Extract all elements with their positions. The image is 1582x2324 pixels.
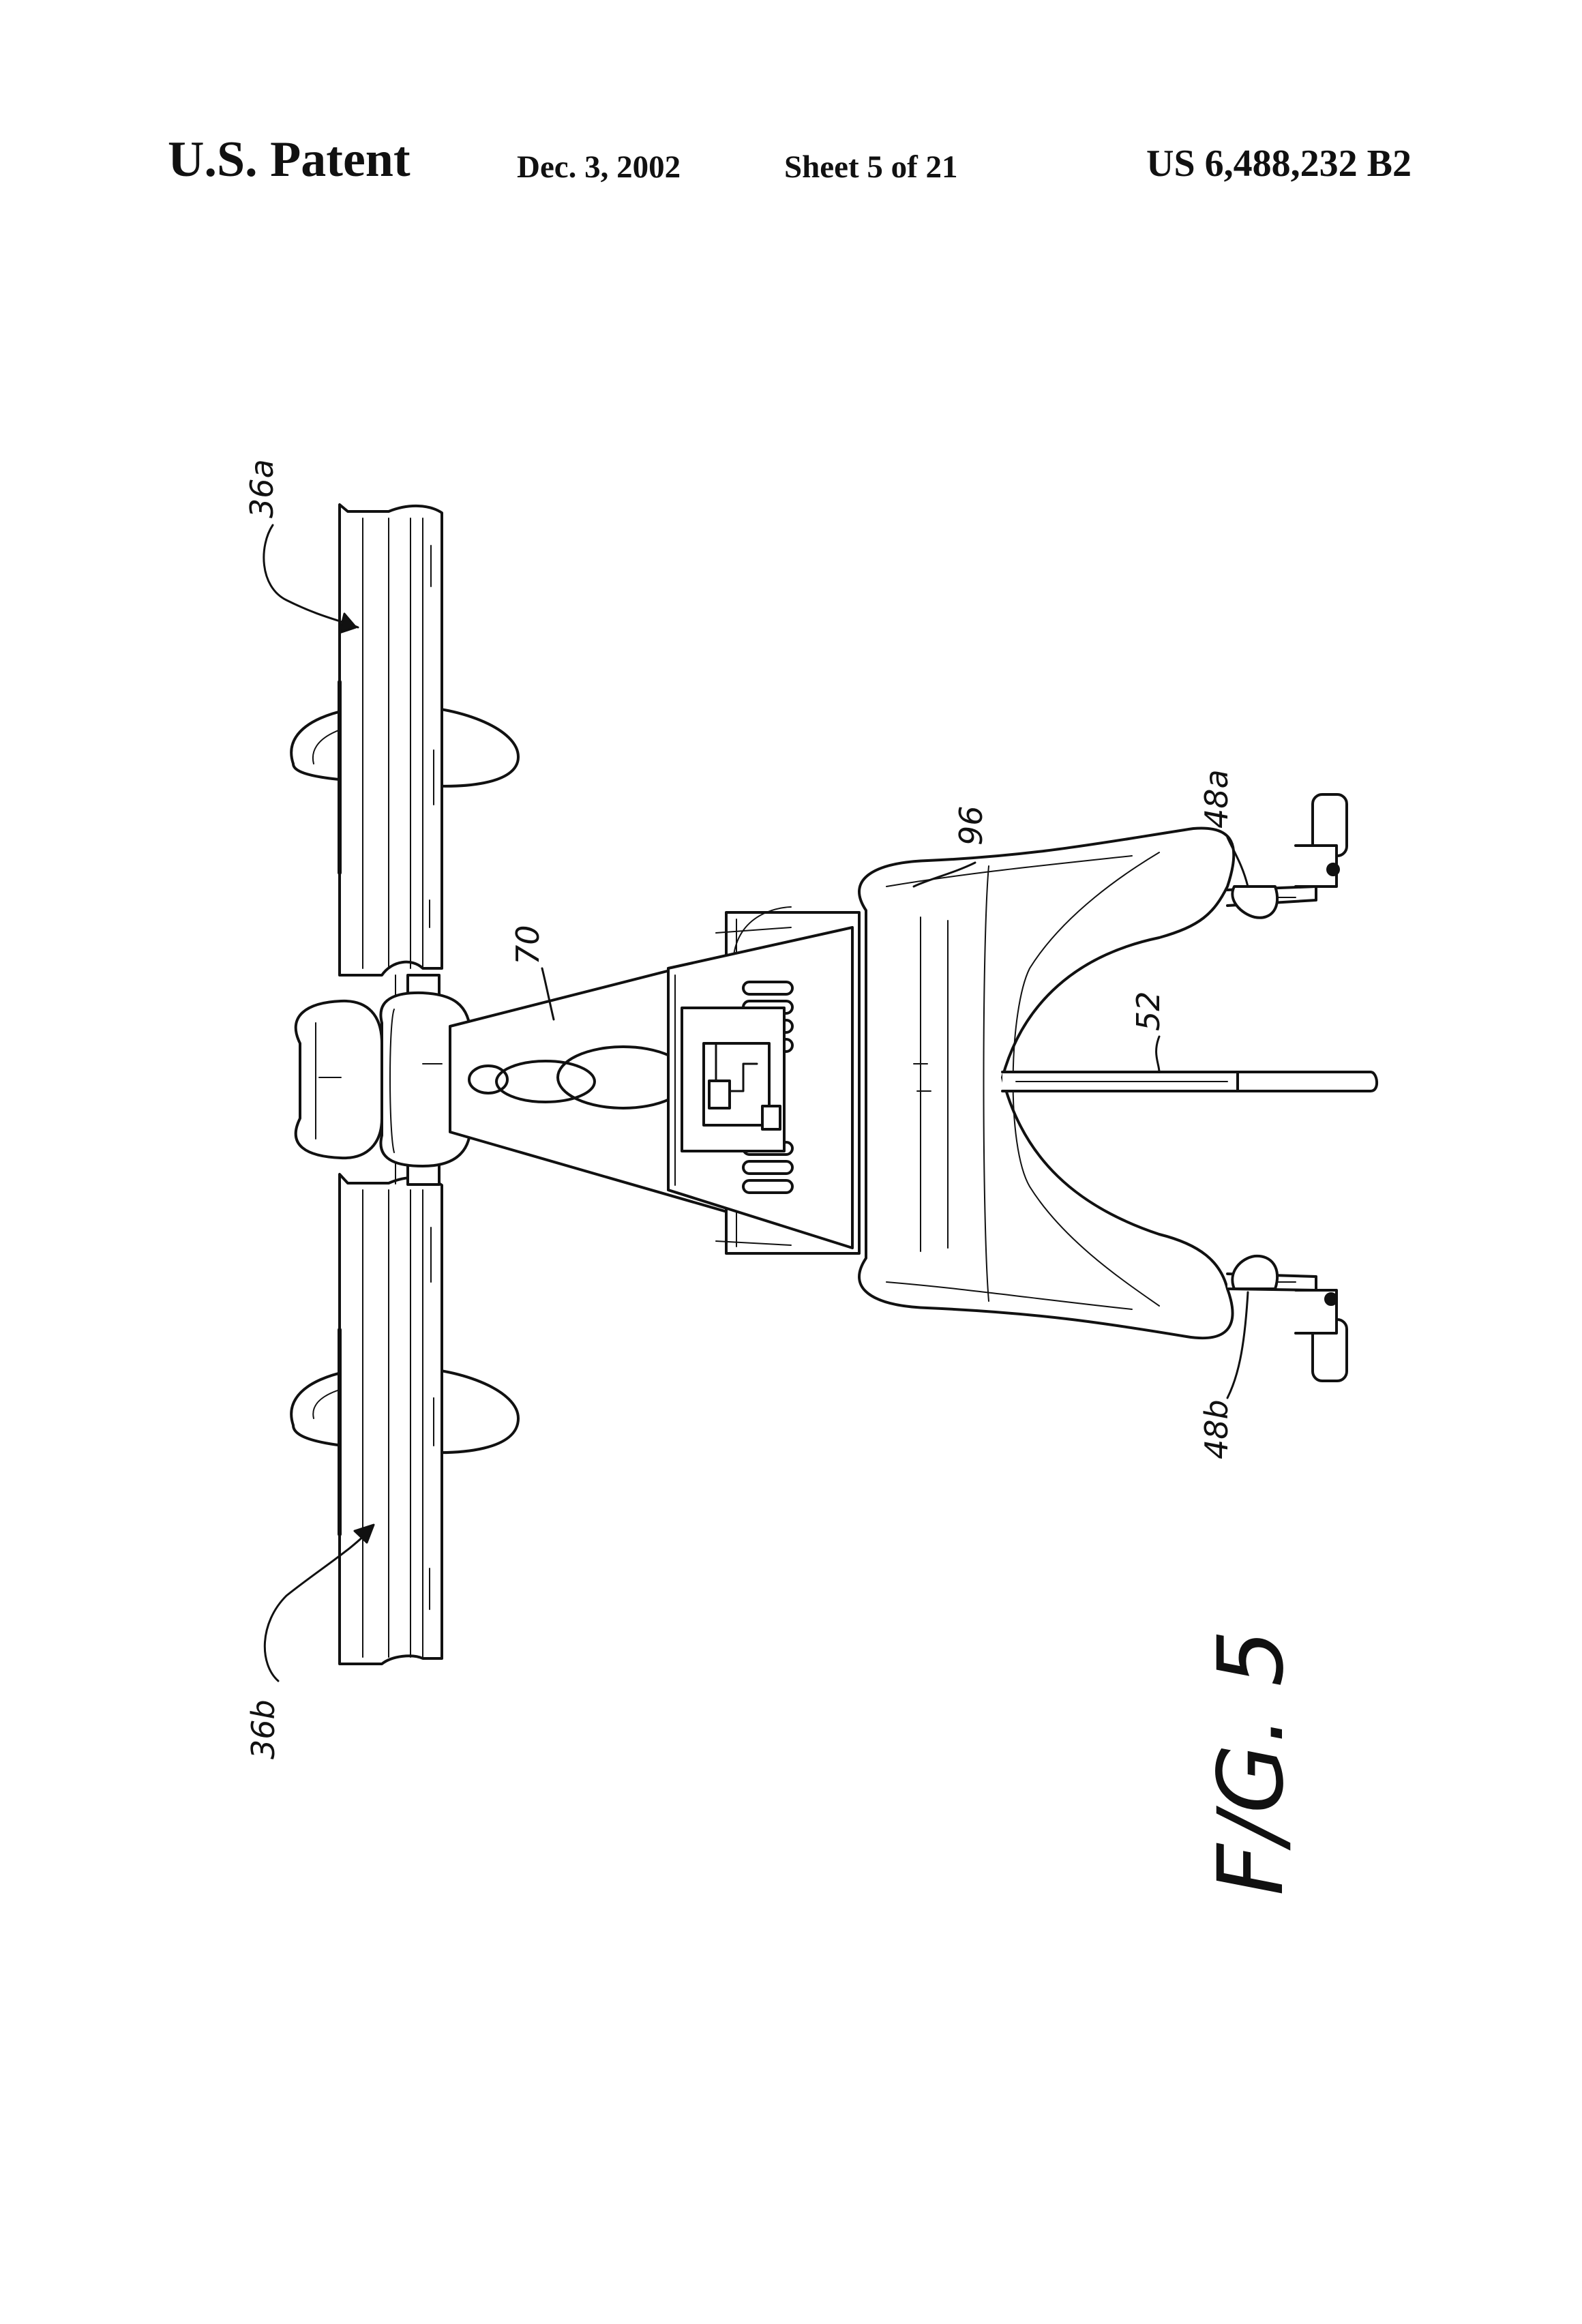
wheel-48b: [1226, 1254, 1348, 1382]
label-52: 52: [1130, 991, 1167, 1031]
label-70: 70: [509, 925, 546, 965]
patent-publisher: U.S. Patent: [168, 132, 411, 188]
seat-96: [858, 826, 1236, 1340]
pad-36a: [290, 503, 520, 977]
sheet-number: Sheet 5 of 21: [784, 149, 958, 185]
figure-caption: F/G. 5: [1199, 1629, 1304, 1896]
hub: [294, 991, 472, 1167]
handle-52: [1001, 1071, 1378, 1092]
label-36b: 36b: [245, 1699, 282, 1759]
pad-36b: [290, 1173, 520, 1665]
patent-date: Dec. 3, 2002: [517, 149, 681, 185]
label-48b: 48b: [1198, 1399, 1235, 1459]
label-96: 96: [953, 805, 989, 846]
patent-number: US 6,488,232 B2: [1146, 143, 1412, 185]
label-36a: 36a: [243, 459, 280, 518]
leader-lines: [263, 524, 1249, 1682]
base-housing: [667, 906, 861, 1255]
wheel-48a: [1226, 793, 1348, 919]
label-48a: 48a: [1198, 769, 1235, 829]
